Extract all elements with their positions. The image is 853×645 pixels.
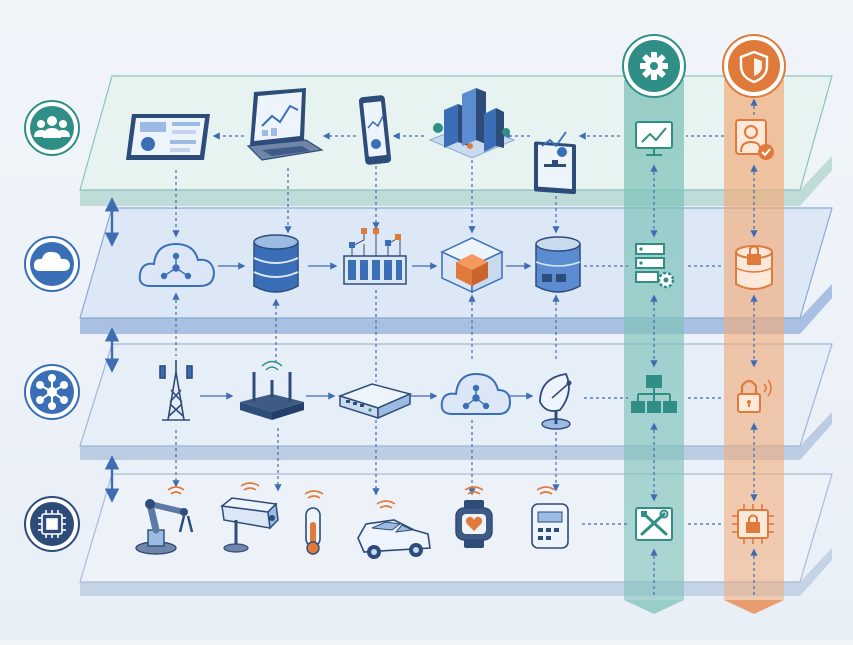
vertical-connectors xyxy=(172,98,758,596)
security-camera-icon[interactable] xyxy=(220,482,279,553)
smart-meter-icon[interactable] xyxy=(531,486,569,549)
database-icon[interactable] xyxy=(253,234,299,293)
layer-badge-network[interactable] xyxy=(24,364,80,420)
horizontal-connectors xyxy=(200,132,724,525)
tablet-dashboard-icon[interactable] xyxy=(126,114,210,160)
wireless-lock-icon[interactable] xyxy=(737,379,772,413)
smartwatch-icon[interactable] xyxy=(455,486,493,548)
gateway-switch-icon[interactable] xyxy=(337,383,413,420)
management-gear-badge[interactable] xyxy=(622,34,686,98)
monitor-analytics-icon[interactable] xyxy=(534,131,576,195)
robotic-arm-icon[interactable] xyxy=(135,486,194,555)
wifi-router-icon[interactable] xyxy=(240,360,304,421)
security-shield-badge[interactable] xyxy=(722,34,786,98)
cloud-connect-icon[interactable] xyxy=(440,372,512,415)
thermometer-sensor-icon[interactable] xyxy=(304,490,324,555)
server-settings-icon[interactable] xyxy=(635,243,675,289)
layer-badge-device[interactable] xyxy=(24,496,80,552)
smart-city-buildings-icon[interactable] xyxy=(428,88,516,159)
user-verified-icon[interactable] xyxy=(735,119,774,160)
monitoring-screen-icon[interactable] xyxy=(635,121,673,156)
laptop-analytics-icon[interactable] xyxy=(246,88,324,161)
chip-icon xyxy=(38,510,66,538)
connected-car-icon[interactable] xyxy=(357,500,431,559)
cell-tower-icon[interactable] xyxy=(159,360,193,421)
cloud-network-icon[interactable] xyxy=(138,242,216,287)
container-box-icon[interactable] xyxy=(440,237,504,294)
gear-icon xyxy=(640,52,668,80)
data-processing-cluster-icon[interactable] xyxy=(343,228,407,285)
users-icon xyxy=(34,116,70,138)
secure-chip-icon[interactable] xyxy=(732,504,774,544)
satellite-dish-icon[interactable] xyxy=(539,373,572,430)
network-hub-icon xyxy=(36,374,68,410)
network-topology-icon[interactable] xyxy=(631,375,677,413)
cloud-icon xyxy=(33,251,70,271)
device-tools-icon[interactable] xyxy=(635,507,673,541)
smartphone-icon[interactable] xyxy=(358,95,392,165)
data-storage-icon[interactable] xyxy=(535,236,581,293)
secure-storage-icon[interactable] xyxy=(735,245,773,290)
layer-badge-cloud[interactable] xyxy=(24,236,80,292)
layer-badge-application[interactable] xyxy=(24,100,80,156)
shield-icon xyxy=(739,50,769,84)
